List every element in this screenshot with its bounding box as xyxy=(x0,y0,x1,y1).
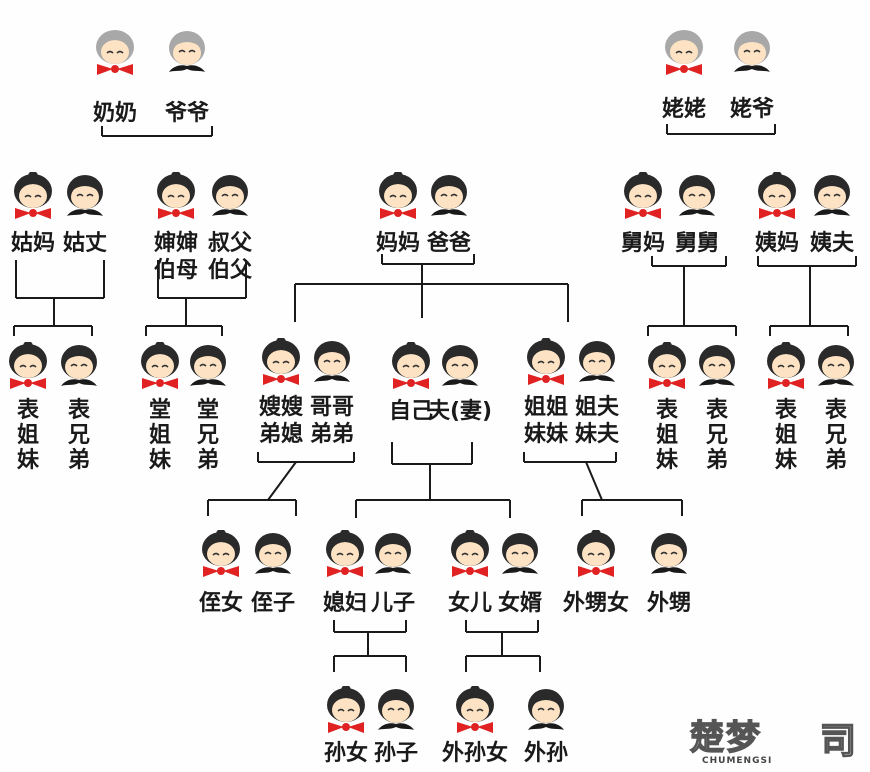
person-label-guzhang: 姑丈 xyxy=(62,231,108,256)
man-icon xyxy=(522,686,570,734)
woman-icon xyxy=(451,685,499,734)
grandpa-icon xyxy=(728,28,776,76)
person-label-tangxiongdi: 堂兄弟 xyxy=(196,398,219,473)
connector-line xyxy=(585,461,603,501)
person-label-waisheng: 外甥 xyxy=(646,591,692,616)
person-label-ziji: 自己 xyxy=(388,399,434,424)
person-label-tangjiemei: 堂姐妹 xyxy=(148,398,171,473)
woman-icon xyxy=(446,529,494,578)
person-label-waisunnv: 外孙女 xyxy=(441,741,509,766)
man-icon xyxy=(249,530,297,578)
person-label-yifu: 姨夫 xyxy=(809,231,855,256)
woman-icon xyxy=(152,171,200,220)
man-icon xyxy=(206,172,254,220)
woman-icon xyxy=(387,341,435,390)
man-icon xyxy=(369,530,417,578)
woman-icon xyxy=(4,341,52,390)
person-label-jiuma: 舅妈 xyxy=(620,231,666,256)
person-label-zhinv: 侄女 xyxy=(198,591,244,616)
man-icon xyxy=(496,530,544,578)
man-icon xyxy=(573,338,621,386)
person-label-biaoxiongdi3: 表兄弟 xyxy=(824,398,847,473)
logo-subtext: CHUMENGSI xyxy=(702,756,773,766)
woman-icon xyxy=(643,341,691,390)
woman-icon xyxy=(321,529,369,578)
person-label-biaojiemei3: 表姐妹 xyxy=(774,398,797,473)
woman-icon xyxy=(257,337,305,386)
woman-icon xyxy=(9,171,57,220)
person-label-jiujiu: 舅舅 xyxy=(674,231,720,256)
connector-line xyxy=(267,461,297,501)
logo-text: 楚梦 xyxy=(689,717,762,758)
man-icon xyxy=(645,530,693,578)
man-icon xyxy=(61,172,109,220)
man-icon xyxy=(425,172,473,220)
person-label-biaoxiongdi1: 表兄弟 xyxy=(67,398,90,473)
person-label-nver: 女儿 xyxy=(447,591,493,616)
woman-icon xyxy=(136,341,184,390)
person-label-baba: 爸爸 xyxy=(426,231,472,256)
person-label-biaojiemei1: 表姐妹 xyxy=(16,398,39,473)
man-icon xyxy=(808,172,856,220)
woman-icon xyxy=(762,341,810,390)
person-label-jiejie: 姐姐妹妹 xyxy=(523,395,569,447)
person-label-yima: 姨妈 xyxy=(754,231,800,256)
person-label-shenshen: 婶婶伯母 xyxy=(153,231,199,283)
person-label-biaoxiongdi2: 表兄弟 xyxy=(705,398,728,473)
person-label-sunzi: 孙子 xyxy=(373,741,419,766)
person-label-laolao: 姥姥 xyxy=(661,97,707,122)
person-label-gege: 哥哥弟弟 xyxy=(309,395,355,447)
person-label-zhizi: 侄子 xyxy=(250,591,296,616)
logo-mark-icon: 司 xyxy=(819,720,856,762)
person-label-nvxu: 女婿 xyxy=(497,591,543,616)
person-label-guma: 姑妈 xyxy=(10,231,56,256)
woman-icon xyxy=(374,171,422,220)
man-icon xyxy=(55,342,103,390)
man-icon xyxy=(308,338,356,386)
grandma-icon xyxy=(660,28,708,76)
man-icon xyxy=(372,686,420,734)
woman-icon xyxy=(322,685,370,734)
person-label-laoye: 姥爷 xyxy=(729,97,775,122)
watermark-logo: 楚梦 司 CHUMENGSI xyxy=(689,710,860,766)
woman-icon xyxy=(753,171,801,220)
man-icon xyxy=(436,342,484,390)
person-label-sunnv: 孙女 xyxy=(323,741,369,766)
person-label-waisun: 外孙 xyxy=(523,741,569,766)
man-icon xyxy=(184,342,232,390)
grandpa-icon xyxy=(163,28,211,76)
person-label-saosao: 嫂嫂弟媳 xyxy=(258,395,304,447)
woman-icon xyxy=(522,337,570,386)
person-label-jiefu: 姐夫妹夫 xyxy=(574,395,620,447)
woman-icon xyxy=(197,529,245,578)
person-label-fu: 夫(妻) xyxy=(427,399,493,424)
man-icon xyxy=(693,342,741,390)
woman-icon xyxy=(619,171,667,220)
person-label-mama: 妈妈 xyxy=(375,231,421,256)
man-icon xyxy=(812,342,860,390)
woman-icon xyxy=(572,529,620,578)
person-label-nainai: 奶奶 xyxy=(92,101,138,126)
grandma-icon xyxy=(91,28,139,76)
person-label-waishengnv: 外甥女 xyxy=(562,591,630,616)
person-label-shufu: 叔父伯父 xyxy=(207,231,253,283)
man-icon xyxy=(673,172,721,220)
person-label-biaojiemei2: 表姐妹 xyxy=(655,398,678,473)
person-label-erzi: 儿子 xyxy=(370,591,416,616)
person-label-yeye: 爷爷 xyxy=(164,101,210,126)
person-label-xifu: 媳妇 xyxy=(322,591,368,616)
